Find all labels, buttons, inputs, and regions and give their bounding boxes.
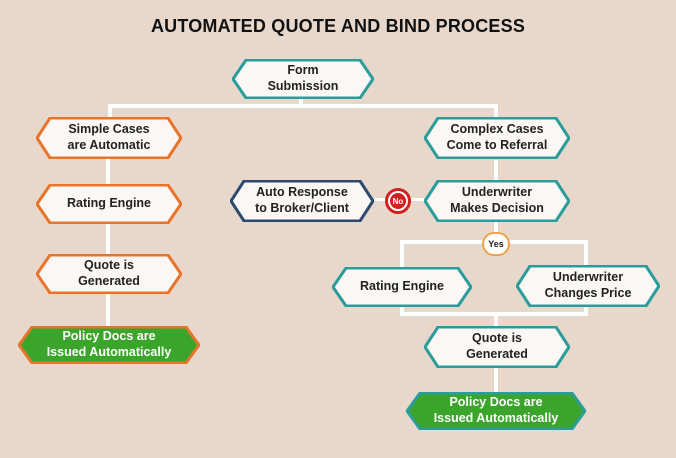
node-shape bbox=[36, 184, 182, 224]
node-shape bbox=[36, 254, 182, 294]
node-shape bbox=[332, 267, 472, 307]
underwriter-changes-node: Underwriter Changes Price bbox=[516, 265, 660, 307]
underwriter-decision-label: Underwriter Makes Decision bbox=[450, 185, 544, 215]
rating-engine-right-node: Rating Engine bbox=[332, 267, 472, 307]
node-shape bbox=[406, 392, 586, 430]
underwriter-decision-node: Underwriter Makes Decision bbox=[424, 180, 570, 222]
form-submission-label: Form Submission bbox=[267, 63, 339, 93]
quote-generated-left-label: Quote is Generated bbox=[78, 258, 140, 288]
node-shape bbox=[36, 117, 182, 159]
yes-badge: Yes bbox=[482, 232, 510, 256]
node-shape bbox=[232, 59, 374, 99]
form-submission-node: Form Submission bbox=[232, 59, 374, 99]
node-shape bbox=[424, 117, 570, 159]
no-badge: No bbox=[385, 188, 411, 214]
auto-response-label: Auto Response to Broker/Client bbox=[255, 185, 349, 215]
rating-engine-right-label: Rating Engine bbox=[359, 279, 445, 294]
quote-generated-right-node: Quote is Generated bbox=[424, 326, 570, 368]
policy-docs-right-label: Policy Docs are Issued Automatically bbox=[433, 395, 559, 425]
quote-generated-right-label: Quote is Generated bbox=[466, 331, 528, 361]
node-shape bbox=[424, 326, 570, 368]
simple-cases-label: Simple Cases are Automatic bbox=[67, 122, 151, 152]
node-shape bbox=[516, 265, 660, 307]
node-shape bbox=[18, 326, 200, 364]
no-badge-inner: No bbox=[390, 193, 406, 209]
policy-docs-left-node: Policy Docs are Issued Automatically bbox=[18, 326, 200, 364]
simple-cases-node: Simple Cases are Automatic bbox=[36, 117, 182, 159]
auto-response-node: Auto Response to Broker/Client bbox=[230, 180, 374, 222]
policy-docs-left-label: Policy Docs are Issued Automatically bbox=[46, 329, 172, 359]
rating-engine-left-label: Rating Engine bbox=[66, 196, 152, 211]
rating-engine-left-node: Rating Engine bbox=[36, 184, 182, 224]
yes-badge-label: Yes bbox=[488, 239, 504, 249]
complex-cases-node: Complex Cases Come to Referral bbox=[424, 117, 570, 159]
complex-cases-label: Complex Cases Come to Referral bbox=[446, 122, 548, 152]
policy-docs-right-node: Policy Docs are Issued Automatically bbox=[406, 392, 586, 430]
diagram-title: AUTOMATED QUOTE AND BIND PROCESS bbox=[150, 16, 526, 36]
node-shape bbox=[230, 180, 374, 222]
underwriter-changes-label: Underwriter Changes Price bbox=[544, 270, 632, 300]
quote-generated-left-node: Quote is Generated bbox=[36, 254, 182, 294]
node-shape bbox=[424, 180, 570, 222]
no-badge-label: No bbox=[392, 196, 404, 206]
